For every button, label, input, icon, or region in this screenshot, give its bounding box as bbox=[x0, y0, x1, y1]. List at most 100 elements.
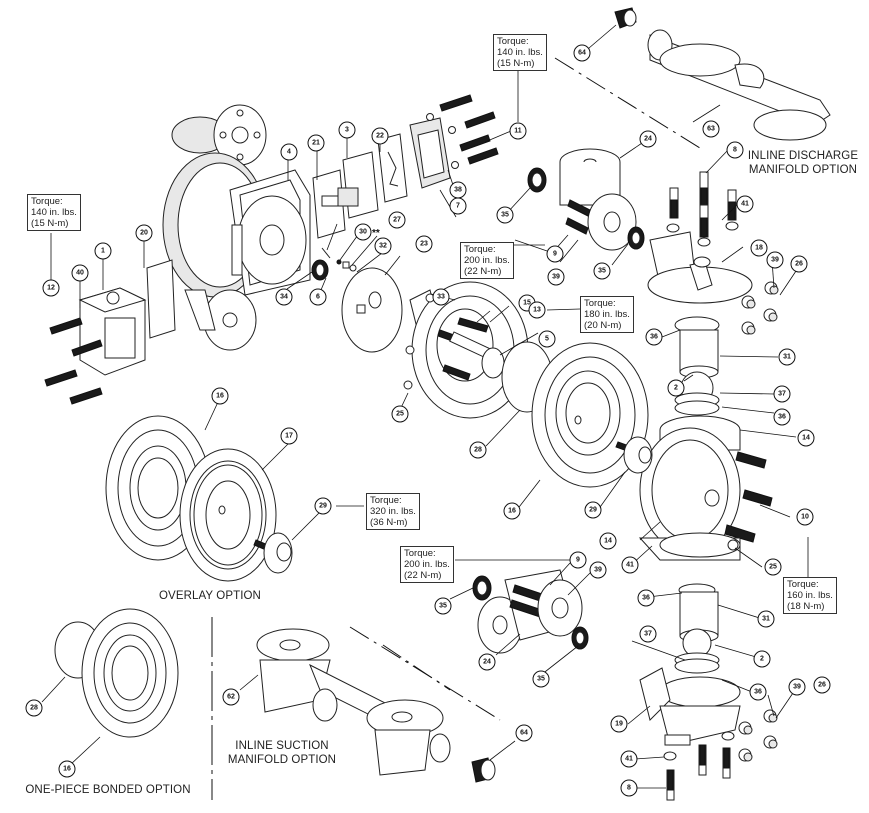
part-bubble-2-lower[interactable]: 2 bbox=[753, 650, 771, 668]
svg-text:15: 15 bbox=[523, 300, 531, 307]
svg-text:12: 12 bbox=[47, 285, 55, 292]
caption-overlay-option: OVERLAY OPTION bbox=[159, 590, 261, 602]
part-bubble-10[interactable]: 10 bbox=[796, 508, 814, 526]
part-bubble-5[interactable]: 5 bbox=[538, 330, 556, 348]
svg-text:6: 6 bbox=[316, 294, 320, 301]
part-bubble-14-top[interactable]: 14 bbox=[797, 429, 815, 447]
svg-text:8: 8 bbox=[627, 785, 631, 792]
svg-text:1: 1 bbox=[101, 248, 105, 255]
part-bubble-39-lower[interactable]: 39 bbox=[589, 561, 607, 579]
part-bubble-41-mid[interactable]: 41 bbox=[621, 556, 639, 574]
part-bubble-21[interactable]: 21 bbox=[307, 134, 325, 152]
part-bubble-37-lower[interactable]: 37 bbox=[639, 625, 657, 643]
part-bubble-36-bottom[interactable]: 36 bbox=[749, 683, 767, 701]
svg-text:10: 10 bbox=[801, 514, 809, 521]
part-bubble-63[interactable]: 63 bbox=[702, 120, 720, 138]
part-bubble-16-bonded[interactable]: 16 bbox=[58, 760, 76, 778]
torque-label: Torque: bbox=[497, 36, 529, 47]
part-bubble-29-overlay[interactable]: 29 bbox=[314, 497, 332, 515]
part-bubble-8-top[interactable]: 8 bbox=[726, 141, 744, 159]
part-bubble-23[interactable]: 23 bbox=[415, 235, 433, 253]
svg-text:14: 14 bbox=[604, 538, 612, 545]
torque-value-imperial: 200 in. lbs. bbox=[464, 255, 510, 266]
part-bubble-7[interactable]: 7 bbox=[449, 197, 467, 215]
part-bubble-31-lower[interactable]: 31 bbox=[757, 610, 775, 628]
part-bubble-13[interactable]: 13 bbox=[528, 301, 546, 319]
part-bubble-29-mid[interactable]: 29 bbox=[584, 501, 602, 519]
torque-callout-part-11: Torque: 140 in. lbs. (15 N-m) bbox=[493, 34, 547, 71]
svg-text:13: 13 bbox=[533, 307, 541, 314]
svg-text:19: 19 bbox=[615, 721, 623, 728]
part-bubble-35-top-right[interactable]: 35 bbox=[593, 262, 611, 280]
part-bubble-27[interactable]: 27 bbox=[388, 211, 406, 229]
svg-text:31: 31 bbox=[762, 616, 770, 623]
part-bubble-40[interactable]: 40 bbox=[71, 264, 89, 282]
part-bubble-64-top[interactable]: 64 bbox=[573, 44, 591, 62]
part-bubble-6[interactable]: 6 bbox=[309, 288, 327, 306]
part-bubble-18[interactable]: 18 bbox=[750, 239, 768, 257]
svg-text:11: 11 bbox=[514, 128, 522, 135]
part-bubble-37-top[interactable]: 37 bbox=[773, 385, 791, 403]
part-bubble-17[interactable]: 17 bbox=[280, 427, 298, 445]
part-bubble-36-mid[interactable]: 36 bbox=[773, 408, 791, 426]
part-bubble-35-lower-left[interactable]: 35 bbox=[434, 597, 452, 615]
part-bubble-1[interactable]: 1 bbox=[94, 242, 112, 260]
part-bubble-39-bottom[interactable]: 39 bbox=[788, 678, 806, 696]
svg-text:35: 35 bbox=[537, 676, 545, 683]
part-bubble-12[interactable]: 12 bbox=[42, 279, 60, 297]
part-bubble-36-lower[interactable]: 36 bbox=[637, 589, 655, 607]
part-bubble-2-top[interactable]: 2 bbox=[667, 379, 685, 397]
part-bubble-32[interactable]: 32 bbox=[374, 237, 392, 255]
air-chamber-15 bbox=[403, 281, 529, 419]
part-bubble-35-top-left[interactable]: 35 bbox=[496, 206, 514, 224]
part-bubble-14-mid[interactable]: 14 bbox=[599, 532, 617, 550]
part-bubble-9-top[interactable]: 9 bbox=[546, 245, 564, 263]
torque-label: Torque: bbox=[370, 495, 402, 506]
part-bubble-31-top[interactable]: 31 bbox=[778, 348, 796, 366]
part-bubble-24-lower[interactable]: 24 bbox=[478, 653, 496, 671]
torque-callout-part-9-lower: Torque: 200 in. lbs. (22 N-m) bbox=[400, 546, 454, 583]
svg-text:25: 25 bbox=[396, 411, 404, 418]
part-bubble-20[interactable]: 20 bbox=[135, 224, 153, 242]
part-bubble-38[interactable]: 38 bbox=[449, 181, 467, 199]
svg-text:26: 26 bbox=[795, 261, 803, 268]
part-bubble-25-top[interactable]: 25 bbox=[391, 405, 409, 423]
part-bubble-35-lower-right[interactable]: 35 bbox=[532, 670, 550, 688]
part-bubble-22[interactable]: 22 bbox=[371, 127, 389, 145]
torque-value-metric: (36 N-m) bbox=[370, 517, 408, 528]
part-bubble-39-top[interactable]: 39 bbox=[547, 268, 565, 286]
manifold-elbow-18 bbox=[647, 231, 753, 304]
svg-text:35: 35 bbox=[501, 212, 509, 219]
part-bubble-4[interactable]: 4 bbox=[280, 143, 298, 161]
part-bubble-39-top-right[interactable]: 39 bbox=[766, 251, 784, 269]
part-bubble-8-bottom[interactable]: 8 bbox=[620, 779, 638, 797]
part-bubble-16-overlay[interactable]: 16 bbox=[211, 387, 229, 405]
discharge-manifold-63 bbox=[647, 29, 831, 141]
svg-text:3: 3 bbox=[345, 127, 349, 134]
part-bubble-41-bottom[interactable]: 41 bbox=[620, 750, 638, 768]
part-bubbles: 64 63 11 24 8 38 7 35 41 22 3 21 4 27 30… bbox=[25, 44, 831, 797]
part-bubble-16-mid[interactable]: 16 bbox=[503, 502, 521, 520]
part-bubble-24-top[interactable]: 24 bbox=[639, 130, 657, 148]
part-bubble-34[interactable]: 34 bbox=[275, 288, 293, 306]
part-bubble-19[interactable]: 19 bbox=[610, 715, 628, 733]
part-bubble-26-top[interactable]: 26 bbox=[790, 255, 808, 273]
part-bubble-26-bottom[interactable]: 26 bbox=[813, 676, 831, 694]
part-bubble-33[interactable]: 33 bbox=[432, 288, 450, 306]
part-bubble-25-right[interactable]: 25 bbox=[764, 558, 782, 576]
svg-text:16: 16 bbox=[508, 508, 516, 515]
part-bubble-36-top[interactable]: 36 bbox=[645, 328, 663, 346]
torque-value-metric: (15 N-m) bbox=[31, 218, 69, 229]
part-bubble-28-bonded[interactable]: 28 bbox=[25, 699, 43, 717]
part-bubble-3[interactable]: 3 bbox=[338, 121, 356, 139]
caption-inline-suction-manifold: INLINE SUCTION MANIFOLD OPTION bbox=[222, 739, 342, 767]
svg-text:30: 30 bbox=[359, 229, 367, 236]
part-bubble-41-top[interactable]: 41 bbox=[736, 195, 754, 213]
part-bubble-11[interactable]: 11 bbox=[509, 122, 527, 140]
part-bubble-64-bottom[interactable]: 64 bbox=[515, 724, 533, 742]
part-bubble-62[interactable]: 62 bbox=[222, 688, 240, 706]
part-bubble-9-lower[interactable]: 9 bbox=[569, 551, 587, 569]
part-bubble-28-mid[interactable]: 28 bbox=[469, 441, 487, 459]
part-bubble-30[interactable]: 30 bbox=[354, 223, 372, 241]
torque-label: Torque: bbox=[31, 196, 63, 207]
